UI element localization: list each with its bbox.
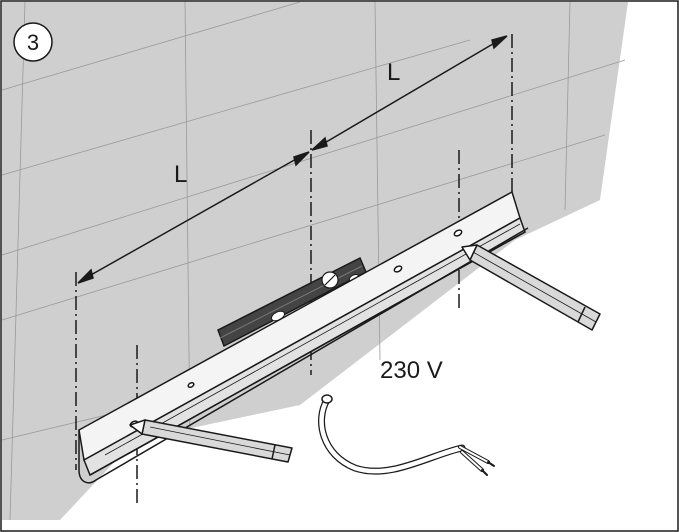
- step-badge: 3: [13, 22, 53, 62]
- wall-tile-grid: [1, 1, 626, 521]
- pencil-icon: [129, 419, 293, 463]
- mounting-rail: [78, 190, 529, 484]
- dimension-label-left: L: [174, 161, 187, 188]
- step-number: 3: [27, 30, 39, 55]
- dimension-label-right: L: [387, 59, 400, 86]
- pencil-icon: [461, 244, 601, 331]
- dimension-right: [311, 35, 508, 151]
- voltage-label: 230 V: [380, 357, 443, 384]
- dimension-left: [77, 151, 310, 284]
- power-cable-icon: [318, 394, 495, 476]
